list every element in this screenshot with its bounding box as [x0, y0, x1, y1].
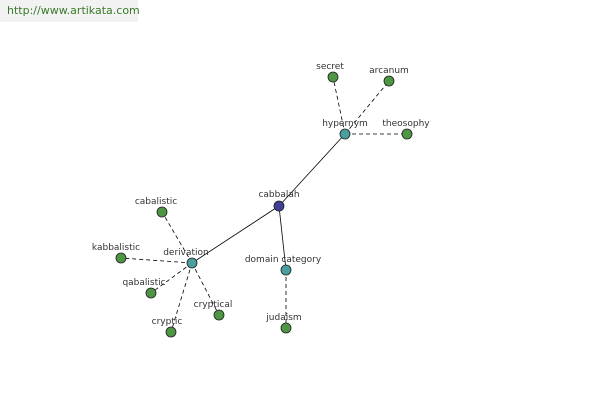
node-label: cabbalah	[258, 190, 299, 200]
node-label: secret	[316, 62, 344, 72]
node-marker[interactable]	[280, 322, 292, 334]
node-marker[interactable]	[339, 128, 351, 140]
edge-hypernym-arcanum	[344, 80, 390, 135]
site-url-link[interactable]: http://www.artikata.com	[7, 4, 140, 17]
edge-derivation-cryptic	[170, 262, 193, 333]
graph-nodes: cabbalah hypernym derivation domain categor…	[92, 62, 430, 338]
node-label: kabbalistic	[92, 243, 140, 253]
node-marker[interactable]	[401, 128, 413, 140]
node-label: cabalistic	[135, 197, 177, 207]
node-label: cryptical	[194, 300, 233, 310]
edge-derivation-qabalistic	[150, 262, 193, 294]
node-derivation[interactable]: derivation	[163, 248, 209, 269]
node-marker[interactable]	[156, 206, 168, 218]
node-label: domain category	[245, 255, 322, 265]
node-hypernym[interactable]: hypernym	[322, 119, 368, 140]
node-kabbalistic[interactable]: kabbalistic	[92, 243, 140, 264]
node-label: judaism	[265, 313, 301, 323]
node-theosophy[interactable]: theosophy	[382, 119, 430, 140]
graph-edges	[120, 76, 407, 333]
node-marker[interactable]	[145, 287, 157, 299]
node-cabbalah[interactable]: cabbalah	[258, 190, 300, 212]
node-label: theosophy	[382, 119, 430, 129]
node-domain-category[interactable]: domain category	[245, 255, 322, 276]
node-cabalistic[interactable]: cabalistic	[135, 197, 177, 218]
node-qabalistic[interactable]: qabalistic	[122, 278, 166, 299]
node-label: arcanum	[369, 66, 409, 76]
edge-derivation-cryptical	[191, 262, 220, 316]
edge-derivation-cabalistic	[161, 211, 193, 264]
node-marker[interactable]	[327, 71, 339, 83]
edge-hypernym-secret	[332, 76, 346, 135]
edge-cabbalah-domain-category	[278, 205, 287, 271]
edge-derivation-kabbalistic	[120, 257, 193, 264]
node-judaism[interactable]: judaism	[265, 313, 302, 334]
node-arcanum[interactable]: arcanum	[369, 66, 409, 87]
node-marker[interactable]	[273, 200, 285, 212]
url-bar: http://www.artikata.com	[0, 0, 140, 22]
node-marker[interactable]	[213, 309, 225, 321]
node-label: qabalistic	[122, 278, 165, 288]
node-label: hypernym	[322, 119, 368, 129]
edge-cabbalah-hypernym	[278, 133, 346, 207]
node-marker[interactable]	[165, 326, 177, 338]
node-marker[interactable]	[280, 264, 292, 276]
node-label: cryptic	[152, 317, 183, 327]
node-cryptic[interactable]: cryptic	[152, 317, 183, 338]
node-marker[interactable]	[383, 75, 395, 87]
node-label: derivation	[163, 248, 209, 258]
node-marker[interactable]	[115, 252, 127, 264]
node-marker[interactable]	[186, 257, 198, 269]
edge-cabbalah-derivation	[191, 205, 280, 264]
node-cryptical[interactable]: cryptical	[194, 300, 233, 321]
node-secret[interactable]: secret	[316, 62, 344, 83]
